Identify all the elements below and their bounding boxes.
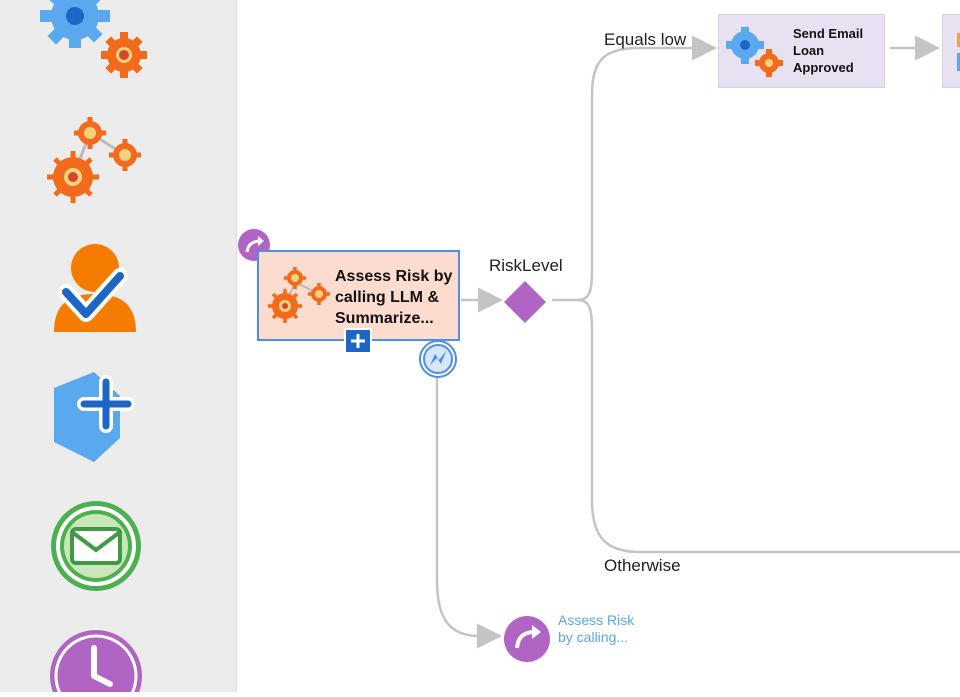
exclusive-gateway[interactable] xyxy=(503,280,547,324)
palette-sidebar xyxy=(0,0,237,697)
sequence-flow-boundary xyxy=(435,375,502,649)
gateway-label: RiskLevel xyxy=(489,256,563,275)
send-email-activity[interactable]: Send Email Loan Approved xyxy=(718,14,885,88)
link-event-icon[interactable] xyxy=(502,614,552,664)
envelope-icon[interactable] xyxy=(48,498,144,594)
gears-icon[interactable] xyxy=(40,0,150,80)
main-activity-assess-risk[interactable]: Assess Risk by calling LLM & Summarize..… xyxy=(257,250,460,341)
branch-label-equals-low[interactable]: Equals low xyxy=(604,30,687,49)
expand-subprocess-icon[interactable] xyxy=(344,328,372,354)
gears-icon xyxy=(726,27,783,77)
boundary-error-event-icon[interactable] xyxy=(418,339,458,379)
add-shape-icon[interactable] xyxy=(50,368,140,466)
clock-icon[interactable] xyxy=(48,628,144,697)
network-gears-icon[interactable] xyxy=(45,115,145,210)
activity-title: Send Email Loan Approved xyxy=(793,26,864,75)
next-activity[interactable] xyxy=(942,14,960,88)
sequence-flow-equals-low xyxy=(552,35,717,302)
branch-label-otherwise[interactable]: Otherwise xyxy=(604,556,681,575)
gears-icon xyxy=(268,267,330,323)
activity-title: Assess Risk by calling LLM & Summarize..… xyxy=(335,268,453,327)
sequence-flow-otherwise xyxy=(577,298,960,554)
task-icon xyxy=(957,33,960,71)
user-check-icon[interactable] xyxy=(50,240,140,335)
link-event-label[interactable]: Assess Risk by calling... xyxy=(558,612,635,645)
